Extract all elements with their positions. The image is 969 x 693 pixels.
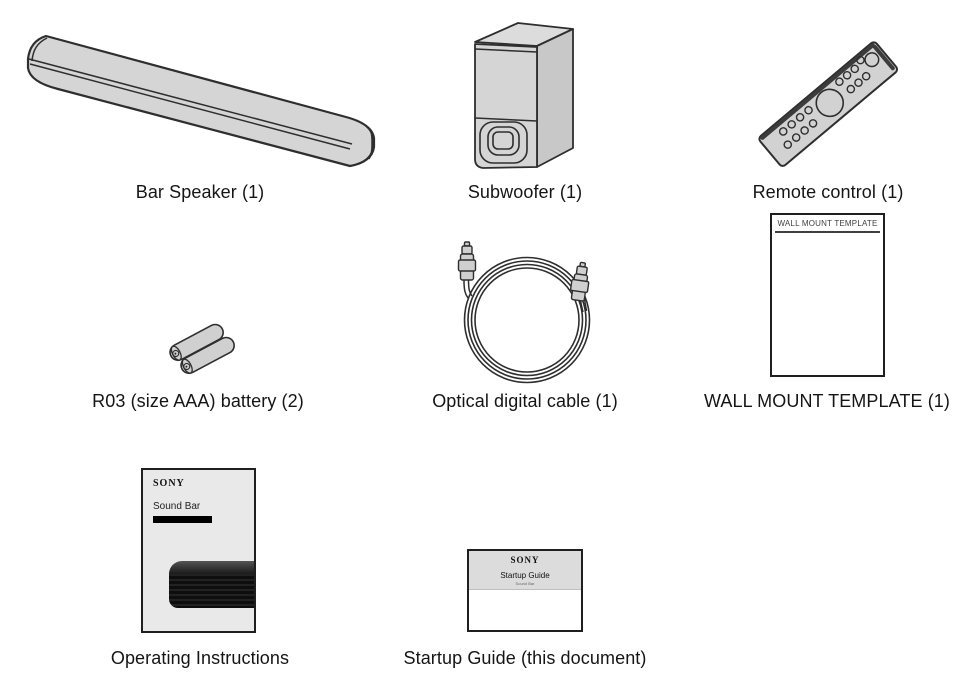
item-label-bar-speaker: Bar Speaker (1) <box>135 182 265 202</box>
sony-logo: SONY <box>153 478 185 489</box>
item-label-remote-control: Remote control (1) <box>752 182 904 202</box>
optical-cable-illustration <box>457 241 591 384</box>
item-label-batteries: R03 (size AAA) battery (2) <box>92 391 304 411</box>
booklet-model-bar <box>153 516 212 523</box>
item-label-optical-cable: Optical digital cable (1) <box>432 391 618 411</box>
booklet-product-name: Sound Bar <box>153 501 201 512</box>
item-label-wall-mount-template: WALL MOUNT TEMPLATE (1) <box>703 391 950 411</box>
soundbar-top-face <box>169 561 254 574</box>
wall-mount-template-header: WALL MOUNT TEMPLATE <box>775 219 880 233</box>
startup-guide-illustration: SONY Startup Guide Sound Bar <box>467 549 583 632</box>
startup-guide-title: Startup Guide <box>500 571 550 580</box>
startup-guide-subtitle: Sound Bar <box>515 581 535 586</box>
booklet-soundbar-image <box>169 561 254 608</box>
subwoofer-illustration <box>474 22 574 169</box>
remote-control-illustration <box>758 41 899 167</box>
operating-instructions-illustration: SONY Sound Bar <box>141 468 256 633</box>
item-label-startup-guide: Startup Guide (this document) <box>403 648 647 668</box>
wall-mount-template-illustration: WALL MOUNT TEMPLATE <box>770 213 885 377</box>
batteries-illustration <box>169 323 235 375</box>
soundbar-grille <box>169 574 254 608</box>
sony-logo: SONY <box>510 555 540 565</box>
item-label-subwoofer: Subwoofer (1) <box>467 182 583 202</box>
item-label-operating-instructions: Operating Instructions <box>110 648 290 668</box>
startup-guide-header-band: SONY Startup Guide Sound Bar <box>469 551 581 590</box>
bar-speaker-illustration <box>26 34 376 168</box>
